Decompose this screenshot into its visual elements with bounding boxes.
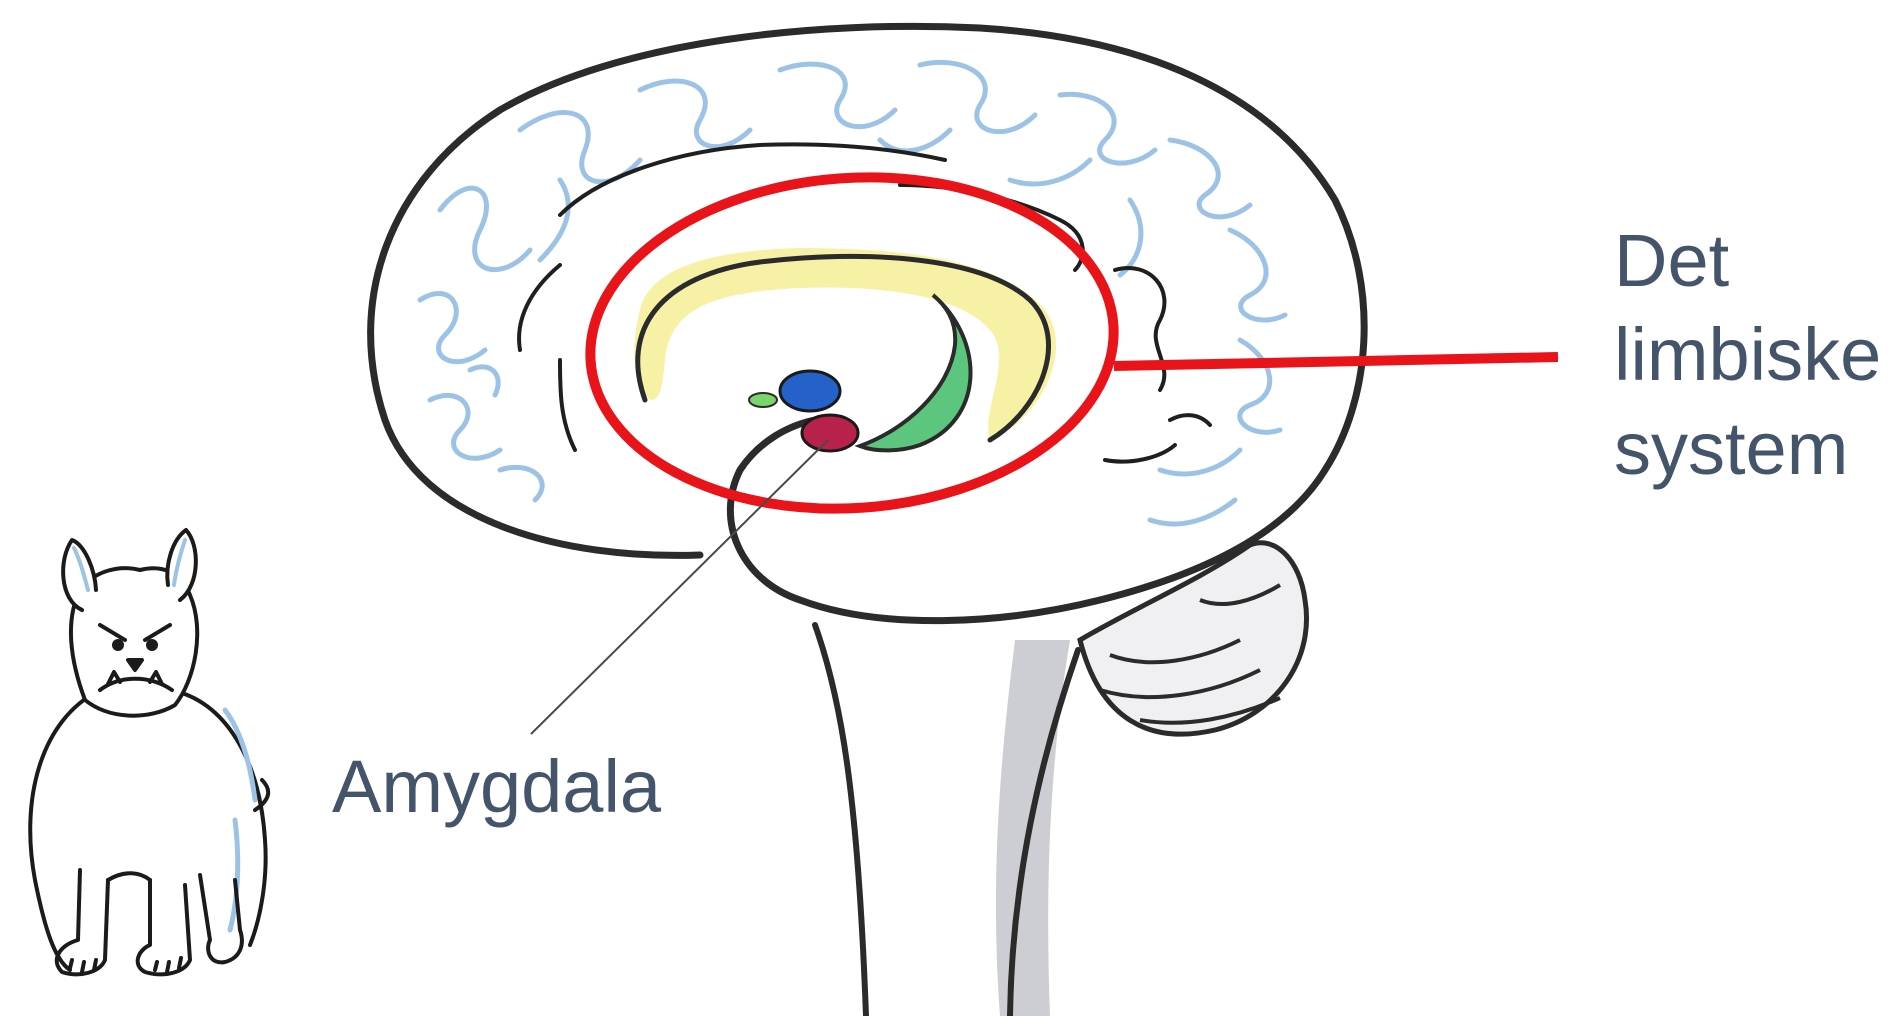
bulldog-icon	[30, 530, 268, 974]
brain-stem	[815, 620, 1080, 1016]
amygdala-label: Amygdala	[332, 740, 661, 834]
limbic-label-line-2: limbiske	[1614, 308, 1881, 402]
thalamus-blue	[780, 371, 840, 411]
small-green-structure	[749, 393, 777, 407]
cerebrum	[371, 26, 1365, 620]
limbic-label-line-1: Det	[1614, 214, 1881, 308]
amygdala-red	[802, 415, 858, 451]
limbic-system-label: Det limbiske system	[1614, 214, 1881, 496]
limbic-label-line-3: system	[1614, 402, 1881, 496]
